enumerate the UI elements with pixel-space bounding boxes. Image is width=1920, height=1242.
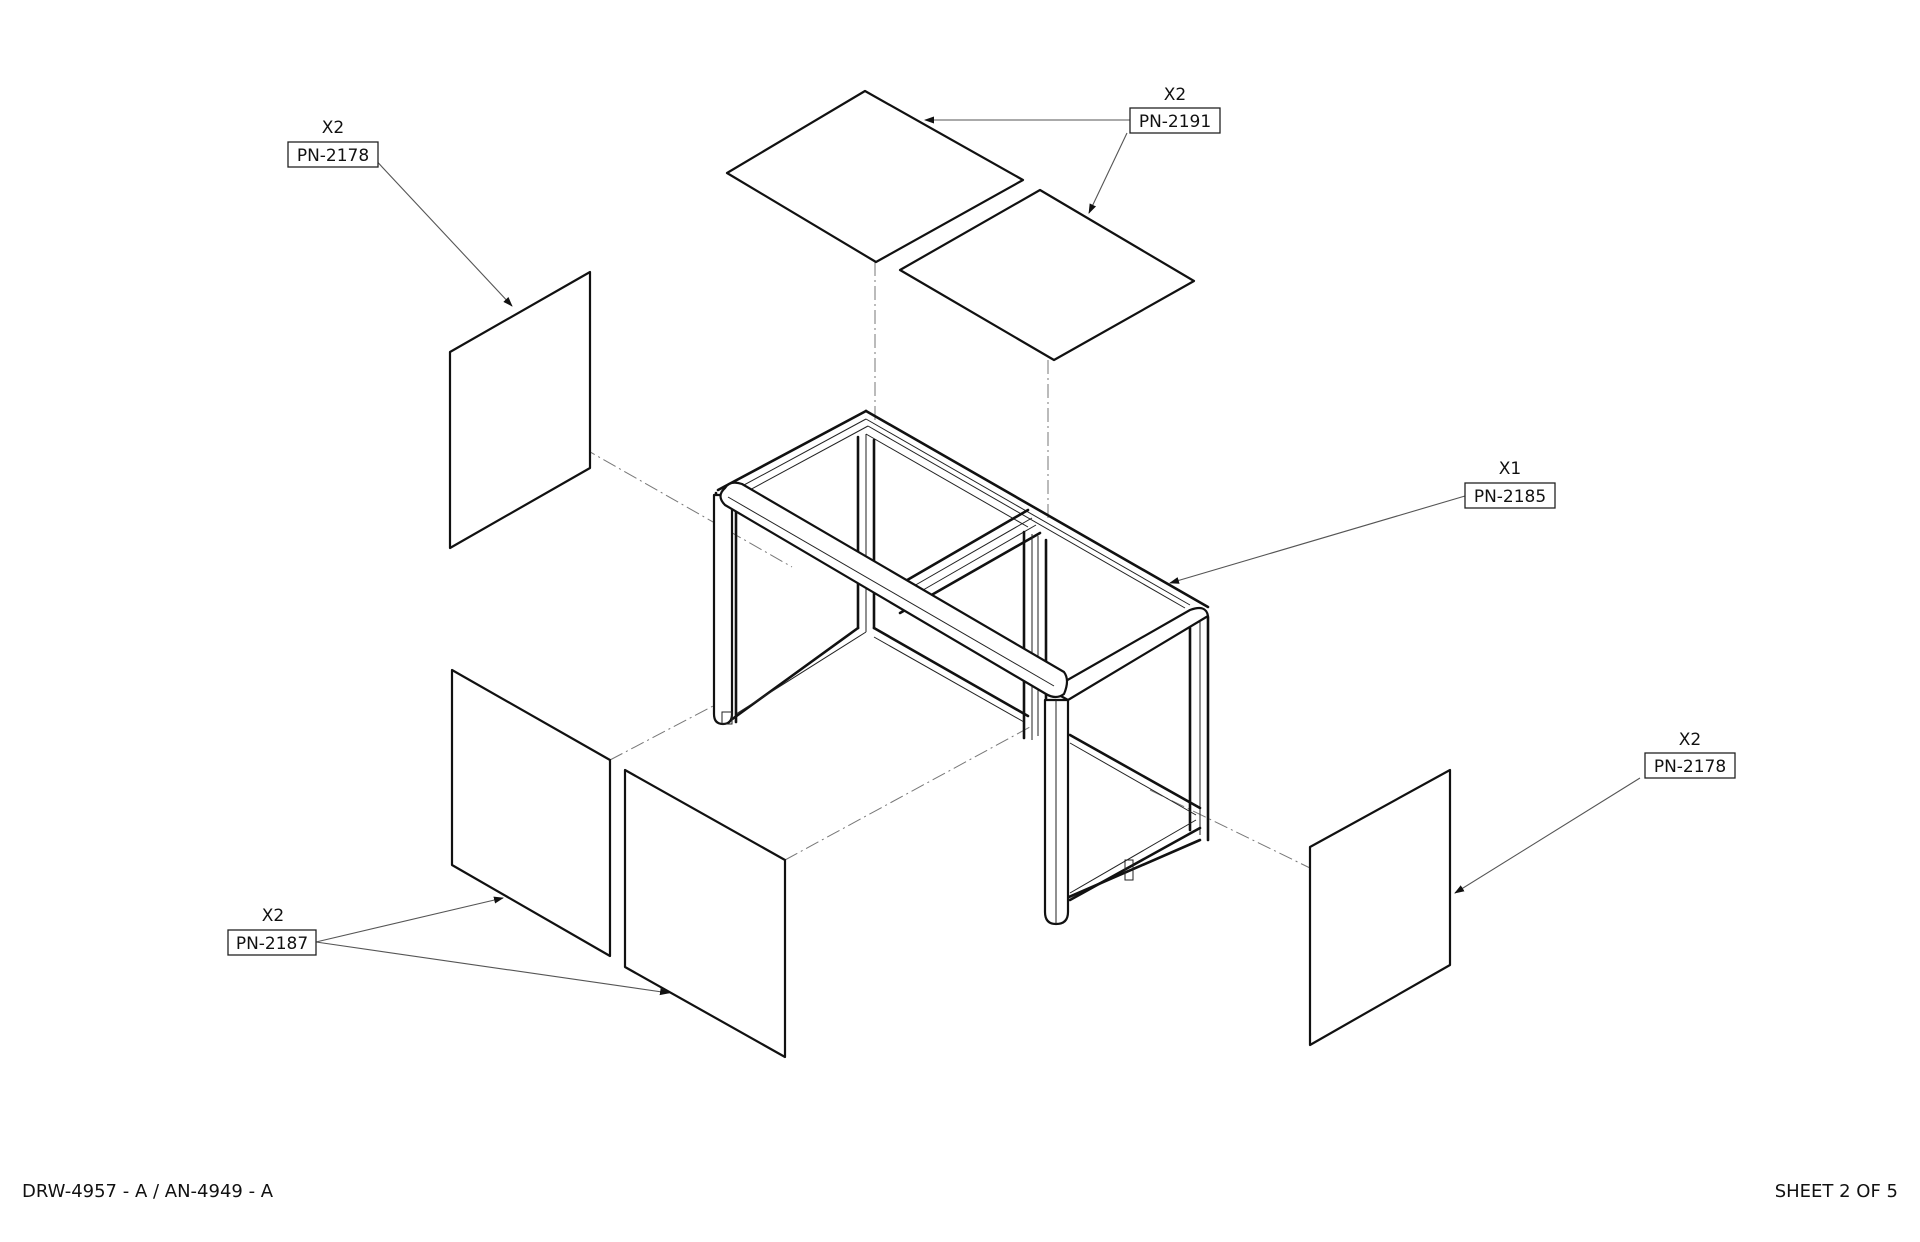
callout-part-number: PN-2185 <box>1474 487 1546 507</box>
callout-qty: X1 <box>1499 459 1521 479</box>
callout-part-number: PN-2178 <box>1654 757 1726 777</box>
drawing-number: DRW-4957 - A / AN-4949 - A <box>22 1181 274 1202</box>
callout-qty: X2 <box>1164 85 1186 105</box>
callout-pn-2185: X1 PN-2185 <box>1464 459 1556 509</box>
callout-part-number: PN-2191 <box>1139 112 1211 132</box>
callout-pn-2187: X2 PN-2187 <box>227 906 317 956</box>
callout-part-number: PN-2178 <box>297 146 369 166</box>
front-panel-right <box>623 768 787 1059</box>
callout-pn-2178-right: X2 PN-2178 <box>1644 730 1736 779</box>
callout-pn-2191: X2 PN-2191 <box>1129 85 1221 134</box>
front-panels <box>450 668 787 1059</box>
top-panel-left <box>725 89 1025 264</box>
callout-qty: X2 <box>322 118 344 138</box>
leader-lines <box>315 116 1641 996</box>
sheet-number: SHEET 2 OF 5 <box>1774 1181 1898 1202</box>
front-panel-left <box>450 668 612 958</box>
callout-part-number: PN-2187 <box>236 934 308 954</box>
top-panel-right <box>898 188 1196 362</box>
top-panels <box>725 89 1196 362</box>
side-panel-right <box>1308 768 1452 1047</box>
side-panel-upper-left <box>448 270 592 550</box>
callout-qty: X2 <box>1679 730 1701 750</box>
frame-assembly <box>712 409 1210 926</box>
callout-pn-2178-upper: X2 PN-2178 <box>287 118 379 168</box>
callout-qty: X2 <box>262 906 284 926</box>
